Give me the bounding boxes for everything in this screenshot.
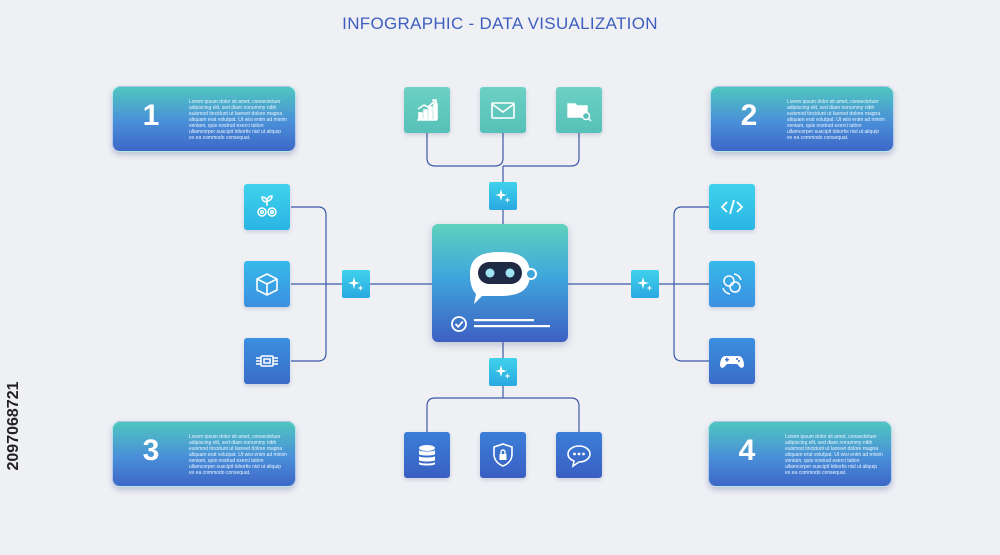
folder-search-tile — [556, 87, 602, 133]
gamepad-icon — [720, 356, 744, 368]
info-card-4: 4 Lorem ipsum dolor sit amet, consectetu… — [708, 421, 892, 487]
envelope-icon — [491, 102, 515, 119]
sparkle-icon — [495, 189, 511, 203]
info-card-3: 3 Lorem ipsum dolor sit amet, consectetu… — [112, 421, 296, 487]
currency-exchange-tile — [709, 261, 755, 307]
box-3d-tile — [244, 261, 290, 307]
security-shield-icon — [493, 443, 513, 467]
envelope-tile — [480, 87, 526, 133]
database-tile — [404, 432, 450, 478]
code-icon — [720, 199, 744, 215]
hub-top — [489, 182, 517, 210]
hub-right — [631, 270, 659, 298]
card-text: Lorem ipsum dolor sit amet, consectetuer… — [189, 99, 287, 141]
chat-bubble-tile — [556, 432, 602, 478]
page-title: INFOGRAPHIC - DATA VISUALIZATION — [342, 14, 658, 33]
microchip-icon — [256, 355, 278, 367]
chatbot-robot-icon — [451, 252, 550, 332]
sparkle-icon — [495, 365, 511, 379]
eco-gears-tile — [244, 184, 290, 230]
card-text: Lorem ipsum dolor sit amet, consectetuer… — [787, 99, 885, 141]
info-card-2: 2 Lorem ipsum dolor sit amet, consectetu… — [710, 86, 894, 152]
box-3d-icon — [256, 273, 278, 296]
card-number: 1 — [142, 99, 160, 132]
folder-search-icon — [567, 103, 592, 122]
sparkle-icon — [637, 277, 653, 291]
watermark-id-label: 2097068721 — [4, 306, 24, 546]
info-card-1: 1 Lorem ipsum dolor sit amet, consectetu… — [112, 86, 296, 152]
card-number: 2 — [740, 99, 758, 132]
eco-gears-icon — [257, 195, 277, 217]
gamepad-tile — [709, 338, 755, 384]
hub-left — [342, 270, 370, 298]
currency-exchange-icon — [722, 273, 742, 295]
watermark-id-text: 2097068721 — [5, 381, 22, 471]
code-tile — [709, 184, 755, 230]
card-text: Lorem ipsum dolor sit amet, consectetuer… — [189, 434, 287, 476]
security-shield-tile — [480, 432, 526, 478]
chat-bubble-icon — [567, 445, 591, 468]
growth-chart-icon — [417, 99, 438, 121]
card-number: 3 — [142, 434, 160, 467]
hub-bottom — [489, 358, 517, 386]
sparkle-icon — [348, 277, 364, 291]
database-icon — [419, 445, 435, 466]
card-text: Lorem ipsum dolor sit amet, consectetuer… — [785, 434, 883, 476]
microchip-tile — [244, 338, 290, 384]
card-number: 4 — [738, 434, 756, 467]
center-chatbot-panel — [432, 224, 568, 342]
growth-chart-tile — [404, 87, 450, 133]
